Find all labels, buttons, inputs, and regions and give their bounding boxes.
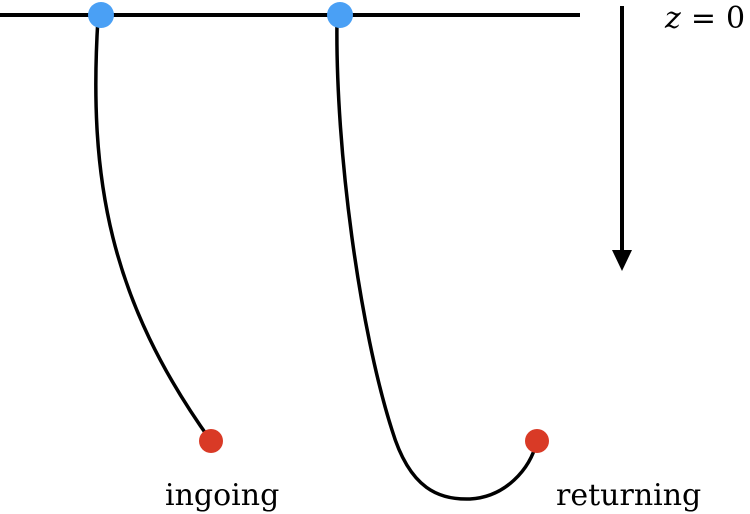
returning-path [335, 17, 539, 501]
ingoing-start-point [88, 2, 114, 28]
ingoing-label: ingoing [165, 478, 279, 513]
returning-start-point [327, 2, 353, 28]
depth-arrow-head-icon [612, 250, 632, 271]
ingoing-path [94, 17, 213, 443]
returning-label: returning [556, 478, 701, 513]
returning-end-point [525, 429, 549, 453]
ingoing-end-point [199, 429, 223, 453]
surface-label: z=0 [664, 1, 745, 36]
